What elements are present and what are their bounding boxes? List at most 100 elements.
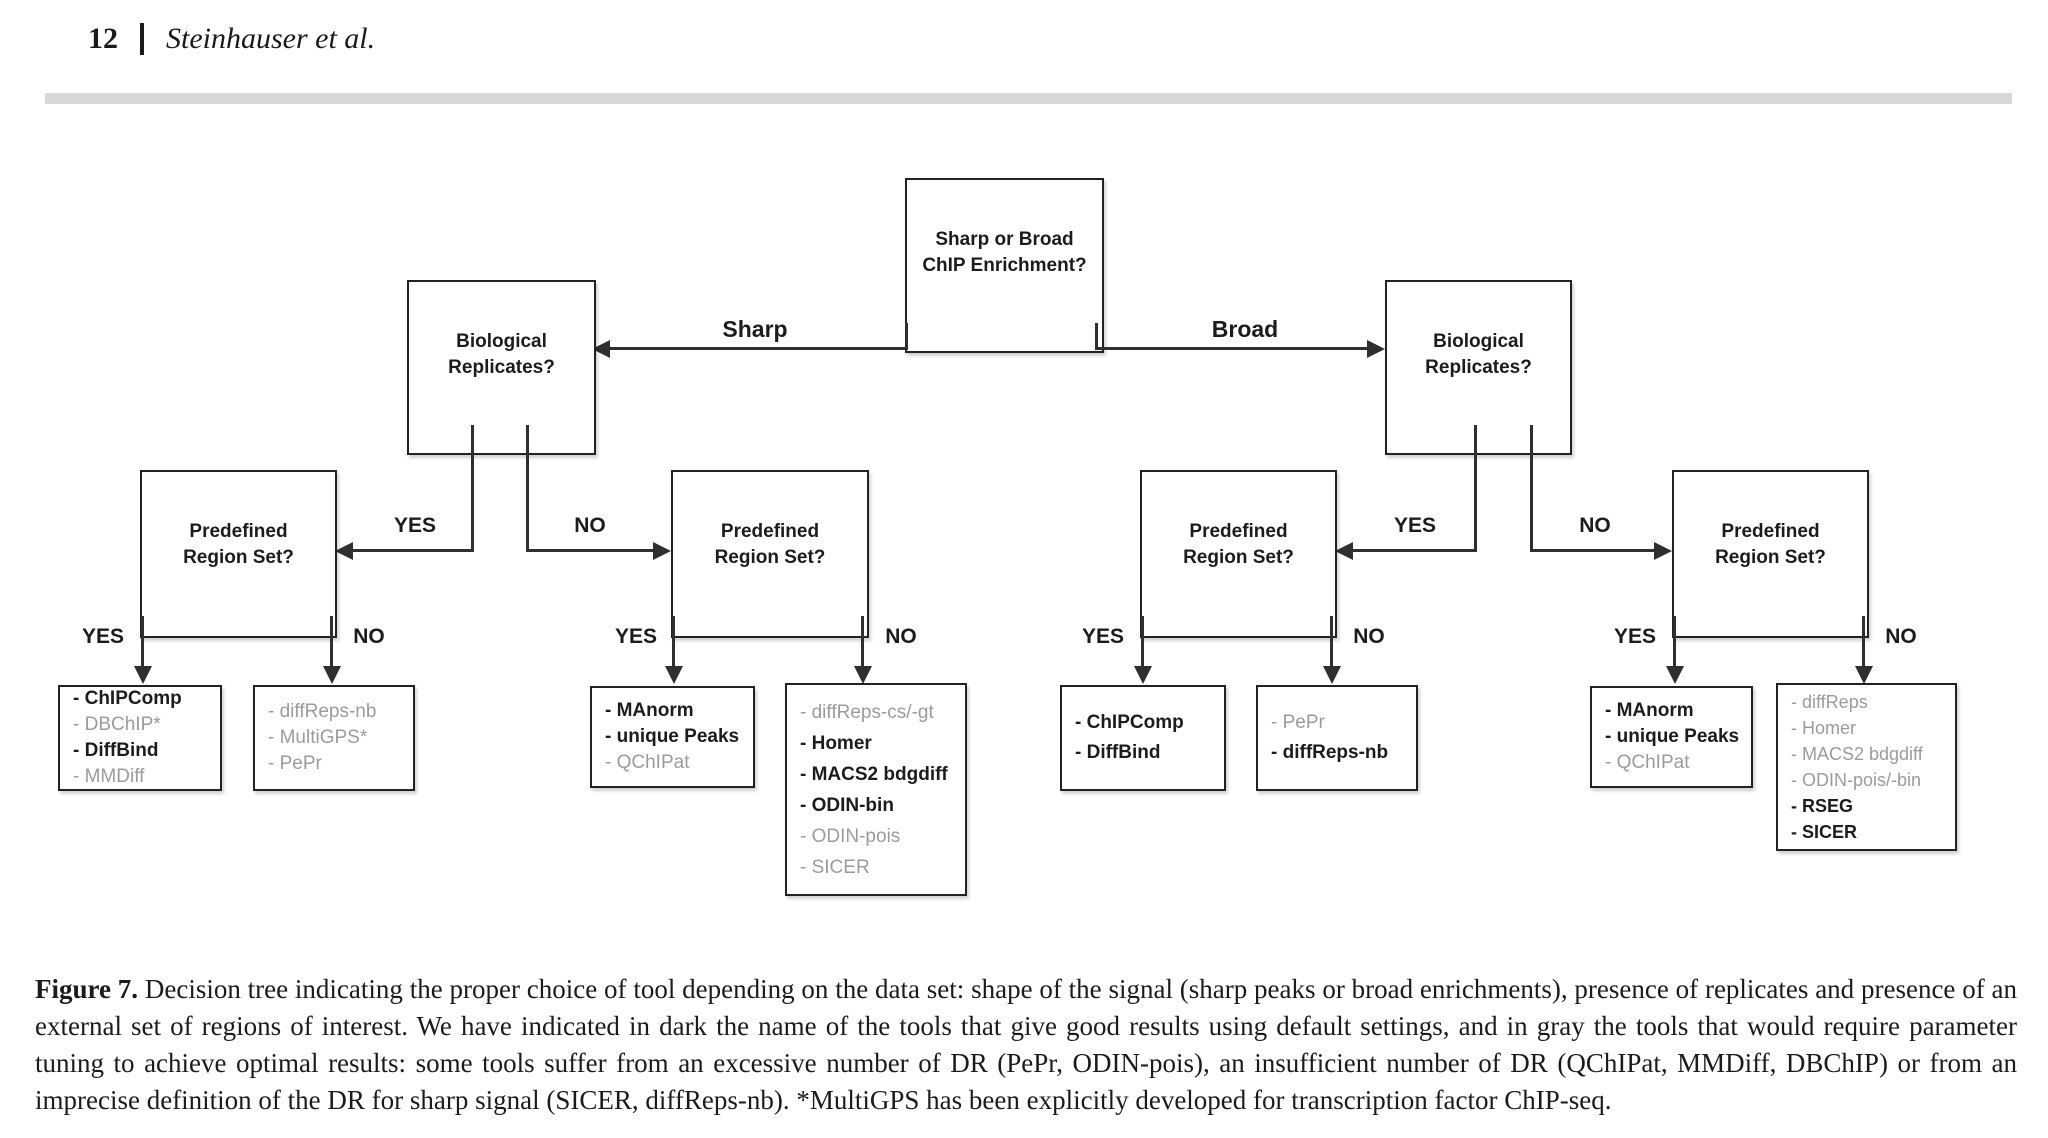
tool-item: - SICER	[1791, 822, 1858, 842]
edge-bioleft-no-stub	[526, 425, 529, 552]
arrowhead-broad-icon	[1367, 340, 1385, 358]
edge-pre4-yes-stub	[1673, 616, 1676, 668]
tool-item: - MMDiff	[73, 766, 145, 787]
edge-bioright-yes-stub	[1474, 425, 1477, 552]
tool-item: - unique Peaks	[1605, 726, 1740, 747]
leaf-broad-yes-no: - PePr - diffReps-nb	[1256, 685, 1418, 791]
node-bio-left-label: Biological Replicates?	[448, 330, 555, 378]
tool-item: - DiffBind	[1075, 742, 1161, 763]
edge-label-sharp: Sharp	[722, 316, 788, 342]
tool-item: - unique Peaks	[605, 726, 740, 747]
edge-label-bioleft-no: NO	[574, 514, 606, 537]
edge-bioright-yes-line	[1349, 549, 1477, 552]
tool-item: - ODIN-pois/-bin	[1791, 770, 1922, 790]
arrowhead-bioright-no-icon	[1654, 542, 1672, 560]
arrowhead-bioleft-yes-icon	[335, 542, 353, 560]
tool-item: - QChIPat	[605, 752, 690, 773]
edge-label-bioright-no: NO	[1579, 514, 1611, 537]
leaf-sharp-yes-yes: - ChIPComp - DBChIP* - DiffBind - MMDiff	[58, 685, 222, 791]
edge-pre2-yes-stub	[672, 616, 675, 668]
arrowhead-pre2-no-icon	[854, 666, 872, 684]
node-predefined-4-label: Predefined Region Set?	[1715, 521, 1826, 568]
tool-item: - DiffBind	[73, 740, 159, 761]
tool-item: - MultiGPS*	[268, 727, 368, 748]
tool-item: - PePr	[1271, 712, 1325, 733]
edge-label-pre1-yes: YES	[81, 625, 125, 648]
arrowhead-pre3-no-icon	[1323, 666, 1341, 684]
node-predefined-3-label: Predefined Region Set?	[1183, 521, 1294, 568]
node-predefined-2: Predefined Region Set?	[671, 470, 869, 638]
edge-bioleft-no-line	[529, 549, 655, 552]
tool-item: - SICER	[800, 856, 870, 878]
tool-item: - diffReps-nb	[1271, 742, 1389, 763]
tool-item: - Homer	[800, 732, 872, 754]
figure-caption-text: Decision tree indicating the proper choi…	[35, 974, 2018, 1115]
arrowhead-sharp-icon	[592, 340, 610, 358]
header-divider	[140, 23, 144, 55]
edge-label-pre4-no: NO	[1885, 625, 1917, 648]
edge-label-pre1-no: NO	[353, 625, 385, 648]
node-predefined-4: Predefined Region Set?	[1672, 470, 1869, 638]
edge-bioright-no-line	[1533, 549, 1656, 552]
edge-pre3-yes-stub	[1141, 616, 1144, 668]
node-root-label: Sharp or Broad ChIP Enrichment?	[922, 228, 1087, 276]
leaf-sharp-no-yes: - MAnorm - unique Peaks - QChIPat	[590, 686, 755, 788]
edge-sharp-line	[604, 347, 906, 350]
tool-item: - MACS2 bdgdiff	[1791, 744, 1923, 764]
edge-label-pre2-no: NO	[885, 625, 917, 648]
tool-item: - PePr	[268, 753, 322, 774]
arrowhead-pre1-yes-icon	[134, 666, 152, 684]
header-rule	[45, 93, 2012, 104]
edge-root-right-stub	[1095, 323, 1098, 350]
node-bio-right-label: Biological Replicates?	[1425, 330, 1532, 378]
leaf-sharp-yes-no: - diffReps-nb - MultiGPS* - PePr	[253, 685, 415, 791]
tool-item: - Homer	[1791, 718, 1857, 738]
node-predefined-1-label: Predefined Region Set?	[183, 521, 294, 568]
edge-pre1-no-stub	[330, 616, 333, 668]
edge-pre3-no-stub	[1330, 616, 1333, 668]
arrowhead-pre4-no-icon	[1855, 666, 1873, 684]
leaf-sharp-no-no: - diffReps-cs/-gt - Homer - MACS2 bdgdif…	[785, 683, 967, 896]
edge-broad-line	[1097, 347, 1369, 350]
edge-root-left-stub	[905, 323, 908, 350]
edge-pre2-no-stub	[861, 616, 864, 668]
arrowhead-pre4-yes-icon	[1666, 666, 1684, 684]
leaf-broad-yes-yes: - ChIPComp - DiffBind	[1060, 685, 1226, 791]
tool-item: - MAnorm	[605, 700, 694, 721]
edge-label-pre4-yes: YES	[1613, 625, 1657, 648]
arrowhead-pre1-no-icon	[323, 666, 341, 684]
arrowhead-pre2-yes-icon	[665, 666, 683, 684]
node-predefined-1: Predefined Region Set?	[140, 470, 337, 638]
node-predefined-2-label: Predefined Region Set?	[714, 521, 826, 568]
tool-item: - RSEG	[1791, 796, 1854, 816]
node-root: Sharp or Broad ChIP Enrichment?	[905, 178, 1104, 353]
edge-label-bioleft-yes: YES	[393, 514, 437, 537]
tool-item: - DBChIP*	[73, 714, 161, 735]
node-bio-replicates-right: Biological Replicates?	[1385, 280, 1572, 455]
page-header: 12 Steinhauser et al.	[88, 22, 375, 56]
tool-item: - ChIPComp	[73, 688, 182, 709]
edge-pre1-yes-stub	[141, 616, 144, 668]
tool-item: - ODIN-pois	[800, 825, 901, 847]
edge-label-pre2-yes: YES	[614, 625, 658, 648]
edge-label-bioright-yes: YES	[1393, 514, 1437, 537]
tool-item: - MACS2 bdgdiff	[800, 763, 948, 785]
tool-item: - ChIPComp	[1075, 712, 1184, 733]
node-predefined-3: Predefined Region Set?	[1140, 470, 1337, 638]
tool-item: - diffReps-nb	[268, 701, 377, 722]
running-head: Steinhauser et al.	[166, 22, 376, 55]
page-number: 12	[88, 22, 118, 55]
figure-caption-label: Figure 7.	[35, 974, 139, 1004]
edge-label-pre3-no: NO	[1353, 625, 1385, 648]
tool-item: - MAnorm	[1605, 700, 1694, 721]
figure-caption: Figure 7. Decision tree indicating the p…	[35, 971, 2017, 1119]
edge-bioleft-yes-line	[349, 549, 474, 552]
node-bio-replicates-left: Biological Replicates?	[407, 280, 596, 455]
arrowhead-bioright-yes-icon	[1335, 542, 1353, 560]
tool-item: - diffReps-cs/-gt	[800, 701, 934, 723]
edge-pre4-no-stub	[1862, 616, 1865, 668]
arrowhead-pre3-yes-icon	[1134, 666, 1152, 684]
tool-item: - QChIPat	[1605, 752, 1690, 773]
leaf-broad-no-no: - diffReps - Homer - MACS2 bdgdiff - ODI…	[1776, 683, 1957, 851]
edge-bioright-no-stub	[1530, 425, 1533, 552]
